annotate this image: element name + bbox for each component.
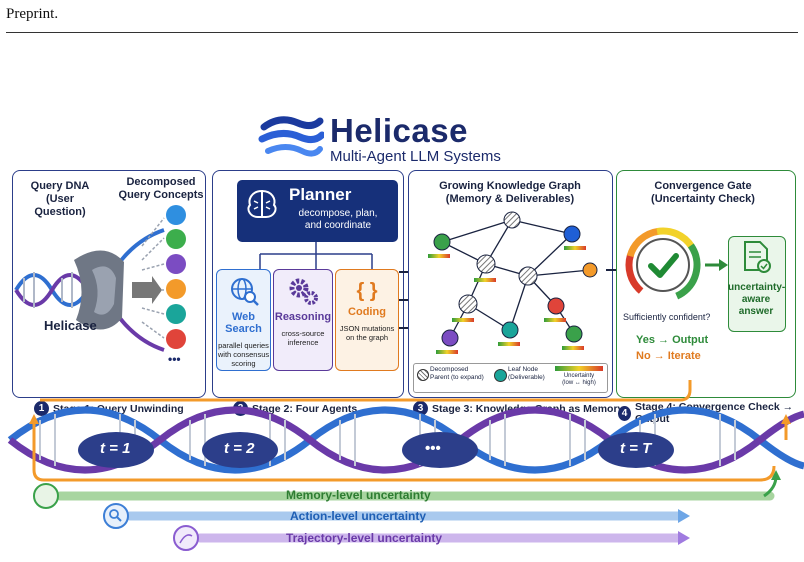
- search-concept-icon: [166, 205, 186, 225]
- gears-icon: [289, 278, 318, 305]
- action-uncertainty-label: Action-level uncertainty: [290, 509, 427, 523]
- legend-uncertainty-label: Uncertainty(low ↔ high): [562, 373, 596, 386]
- lightbulb-concept-icon: [166, 254, 186, 274]
- query-dna-title: Query DNA(User Question): [30, 180, 90, 218]
- planner-to-agents-connectors: [259, 242, 373, 270]
- dna-unwinding-illustration: [14, 217, 165, 352]
- knowledge-graph-panel: [408, 170, 613, 398]
- memory-uncertainty-label: Memory-level uncertainty: [286, 488, 431, 502]
- page-subtitle: Multi-Agent LLM Systems: [330, 148, 501, 165]
- document-check-icon: [744, 241, 771, 273]
- timestep-ellipsis: •••: [425, 440, 441, 457]
- database-concept-icon: [166, 304, 186, 324]
- trajectory-path-icon: [176, 532, 196, 546]
- knowledge-graph: [428, 211, 598, 354]
- convergence-gate-title: Convergence Gate(Uncertainty Check): [651, 180, 755, 205]
- parent-node-legend-icon: [417, 369, 429, 381]
- people-concept-icon: [166, 329, 186, 349]
- brain-icon: [247, 189, 277, 218]
- confidence-gauge-icon: [625, 227, 701, 303]
- more-concepts-indicator: •••: [168, 352, 181, 366]
- graph-legend: [413, 363, 608, 393]
- timestep-2-label: t = 2: [224, 440, 255, 457]
- trajectory-uncertainty-label: Trajectory-level uncertainty: [286, 531, 443, 545]
- braces-icon: { }: [356, 280, 378, 302]
- page-title: Helicase: [330, 112, 468, 149]
- gate-to-answer-arrow: [705, 259, 728, 271]
- helicase-logo-icon: [258, 116, 324, 157]
- legend-leaf-label: Leaf Node(Deliverable): [508, 366, 545, 381]
- no-iterate-label: No → Iterate: [636, 350, 701, 362]
- leaf-node-legend-icon: [494, 369, 507, 382]
- planner-title: Planner: [289, 185, 352, 204]
- yes-output-label: Yes → Output: [636, 334, 709, 346]
- helicase-enzyme-label: Helicase: [44, 318, 97, 333]
- knowledge-graph-title: Growing Knowledge Graph(Memory & Deliver…: [439, 180, 581, 205]
- uncertainty-legend-bar: [555, 366, 603, 371]
- timestep-T-label: t = T: [620, 440, 652, 457]
- chart-concept-icon: [166, 279, 186, 299]
- memory-brain-icon: [40, 490, 54, 504]
- planner-description: decompose, plan,and coordinate: [298, 208, 378, 231]
- action-search-icon: [106, 510, 126, 524]
- dna-timeline-and-loops: [7, 380, 804, 551]
- header-rule: [6, 32, 798, 33]
- timestep-1-label: t = 1: [100, 440, 131, 457]
- document-concept-icon: [166, 229, 186, 249]
- globe-search-icon: [230, 278, 259, 306]
- confidence-question: Sufficiently confident?: [623, 312, 711, 322]
- preprint-label: Preprint.: [6, 6, 59, 22]
